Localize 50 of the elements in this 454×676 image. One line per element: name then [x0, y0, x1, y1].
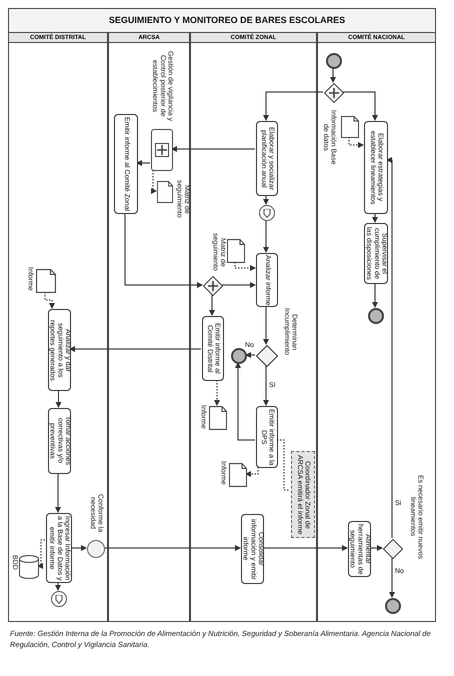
arrow	[171, 146, 256, 152]
arrow	[136, 160, 150, 166]
dotted-arrow	[234, 262, 256, 271]
swimlane	[108, 32, 190, 622]
arrow	[235, 362, 256, 440]
arrow	[124, 212, 203, 288]
arrow	[263, 366, 269, 406]
arrow	[55, 472, 61, 513]
gateway-diamond	[383, 539, 403, 559]
arrow	[386, 157, 392, 538]
dotted-arrow	[37, 540, 46, 569]
document-shape	[227, 239, 245, 263]
arrow	[55, 582, 61, 591]
dotted-arrow	[245, 466, 258, 477]
document-shape	[36, 269, 56, 293]
gateway-diamond	[324, 83, 344, 103]
database-cylinder	[19, 555, 39, 579]
dotted-arrow	[348, 136, 364, 148]
document-shape	[229, 463, 247, 487]
document-shape	[209, 406, 227, 430]
arrow	[263, 92, 324, 121]
arrow	[263, 194, 269, 205]
arrow	[222, 282, 256, 288]
arrow	[330, 68, 336, 83]
arrow	[262, 545, 348, 551]
arrow	[370, 545, 383, 551]
dotted-arrow	[214, 380, 220, 406]
arrow	[263, 220, 269, 253]
arrow	[245, 352, 256, 358]
swimlane	[8, 32, 108, 622]
arrow	[389, 558, 395, 598]
dotted-arrow	[151, 170, 157, 194]
swimlane	[190, 32, 317, 622]
arrow	[56, 390, 62, 408]
arrow	[263, 306, 269, 345]
swimlane	[317, 32, 436, 622]
arrow	[104, 545, 241, 551]
document-shape	[157, 181, 173, 203]
arrow	[209, 294, 215, 316]
gateway-diamond	[256, 345, 278, 367]
dotted-arrow	[44, 292, 55, 309]
arrow	[69, 346, 202, 352]
arrow	[372, 282, 378, 308]
gateway-diamond	[203, 276, 223, 296]
arrow	[342, 92, 378, 121]
arrow	[70, 545, 87, 551]
diagram-title: SEGUIMIENTO Y MONITOREO DE BARES ESCOLARES	[108, 14, 346, 27]
document-shape	[341, 116, 359, 138]
subprocess-box	[151, 129, 173, 171]
arrow	[372, 212, 378, 223]
